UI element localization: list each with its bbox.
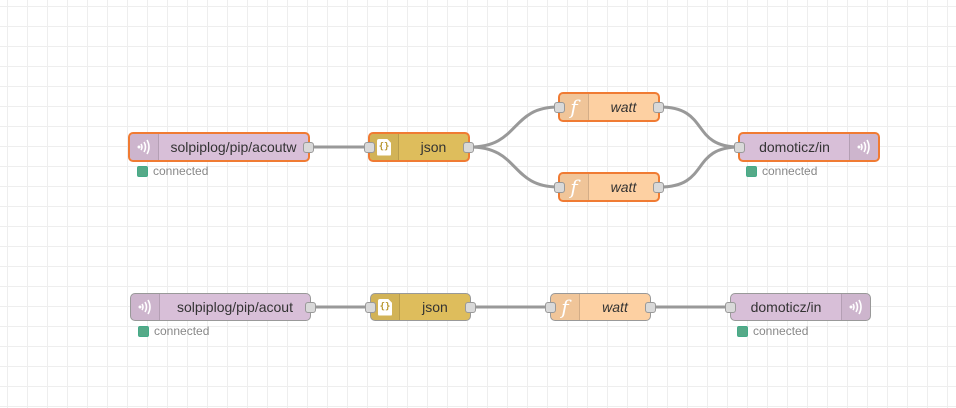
wire[interactable] [469,105,559,149]
function-node[interactable]: f watt [545,293,656,321]
node-label: domoticz/in [750,299,822,315]
function-node-top[interactable]: f watt [554,92,664,122]
mqtt-in-node[interactable]: solpiplog/pip/acoutw [128,132,314,162]
mqtt-out-node[interactable]: domoticz/in [725,293,871,321]
input-port[interactable] [725,301,736,313]
output-port[interactable] [653,101,664,113]
json-file-icon: {} [371,294,400,320]
status-dot-icon [137,165,148,177]
output-port[interactable] [303,141,314,153]
function-icon: f [551,294,580,320]
output-port[interactable] [645,301,656,313]
wire[interactable] [659,105,740,149]
status-badge: connected [137,164,208,178]
input-port[interactable] [554,181,565,193]
input-port[interactable] [734,141,745,153]
wire[interactable] [659,145,740,189]
node-label: solpiplog/pip/acout [177,299,293,315]
input-port[interactable] [364,141,375,153]
json-node[interactable]: {} json [364,132,474,162]
json-node[interactable]: {} json [365,293,476,321]
mqtt-wave-icon [841,294,870,320]
mqtt-wave-icon [130,134,159,160]
status-badge: connected [746,164,817,178]
mqtt-wave-icon [849,134,878,160]
mqtt-in-node[interactable]: solpiplog/pip/acout [130,293,316,321]
status-badge: connected [138,324,209,338]
wire[interactable] [469,145,559,189]
node-label: watt [610,99,637,115]
status-dot-icon [737,325,748,337]
function-node-bottom[interactable]: f watt [554,172,664,202]
node-label: domoticz/in [759,139,830,155]
node-label: solpiplog/pip/acoutw [170,139,297,155]
mqtt-out-node[interactable]: domoticz/in [734,132,880,162]
status-badge: connected [737,324,808,338]
output-port[interactable] [653,181,664,193]
input-port[interactable] [554,101,565,113]
node-label: watt [610,179,637,195]
output-port[interactable] [463,141,474,153]
status-dot-icon [746,165,757,177]
mqtt-wave-icon [131,294,160,320]
output-port[interactable] [305,301,316,313]
output-port[interactable] [465,301,476,313]
node-label: watt [602,299,628,315]
node-label: json [422,299,448,315]
input-port[interactable] [545,301,556,313]
input-port[interactable] [365,301,376,313]
node-label: json [420,139,447,155]
status-dot-icon [138,325,149,337]
